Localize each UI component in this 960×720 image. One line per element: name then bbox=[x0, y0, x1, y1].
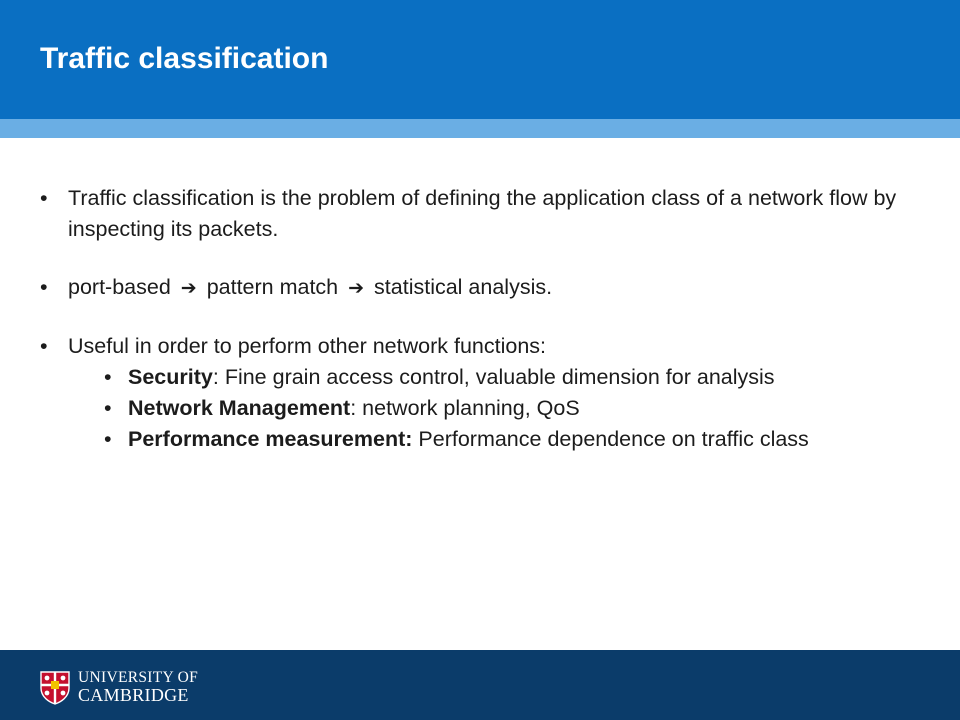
bullet-text: Useful in order to perform other network… bbox=[68, 334, 546, 358]
sub-bullet-separator: : bbox=[212, 365, 225, 389]
bullet-item-uses: • Useful in order to perform other netwo… bbox=[38, 331, 918, 455]
sub-bullet-text: Fine grain access control, valuable dime… bbox=[224, 365, 775, 389]
method-port-based: port-based bbox=[68, 275, 171, 299]
method-pattern-match: pattern match bbox=[206, 275, 339, 299]
university-crest-icon bbox=[40, 671, 70, 705]
sub-bullet-text: Performance dependence on traffic class bbox=[418, 427, 809, 451]
slide-content: • Traffic classification is the problem … bbox=[38, 183, 918, 455]
bullet-icon: • bbox=[40, 334, 48, 358]
sub-bullet-label: Performance measurement: bbox=[128, 427, 413, 451]
sub-bullet-label: Network Management bbox=[128, 396, 351, 420]
logo-line-1: UNIVERSITY OF bbox=[78, 669, 199, 686]
university-logo-text: UNIVERSITY OF CAMBRIDGE bbox=[78, 669, 198, 705]
sub-bullet-network-management: • Network Management: network planning, … bbox=[68, 393, 918, 424]
slide-header: Traffic classification bbox=[0, 0, 960, 119]
sub-bullet-label: Security bbox=[128, 365, 213, 389]
bullet-item-methods: • port-based ➔ pattern match ➔ statistic… bbox=[38, 272, 918, 304]
sub-bullet-icon: • bbox=[104, 365, 112, 389]
header-stripe bbox=[0, 119, 960, 138]
sub-bullet-performance: • Performance measurement: Performance d… bbox=[68, 424, 918, 455]
bullet-item-definition: • Traffic classification is the problem … bbox=[38, 183, 918, 245]
sub-bullet-icon: • bbox=[104, 427, 112, 451]
right-arrow-icon: ➔ bbox=[180, 277, 197, 299]
slide-footer: UNIVERSITY OF CAMBRIDGE bbox=[0, 650, 960, 720]
sub-bullet-text: network planning, QoS bbox=[362, 396, 580, 420]
sub-bullet-security: • Security: Fine grain access control, v… bbox=[68, 362, 918, 393]
sub-bullet-separator: : bbox=[350, 396, 363, 420]
bullet-icon: • bbox=[40, 186, 48, 210]
logo-line-2: CAMBRIDGE bbox=[78, 685, 189, 705]
bullet-text: Traffic classification is the problem of… bbox=[68, 186, 897, 241]
sub-bullet-icon: • bbox=[104, 396, 112, 420]
method-statistical-analysis: statistical analysis. bbox=[374, 275, 553, 299]
bullet-icon: • bbox=[40, 275, 48, 299]
slide-title: Traffic classification bbox=[40, 42, 329, 75]
right-arrow-icon: ➔ bbox=[348, 277, 365, 299]
